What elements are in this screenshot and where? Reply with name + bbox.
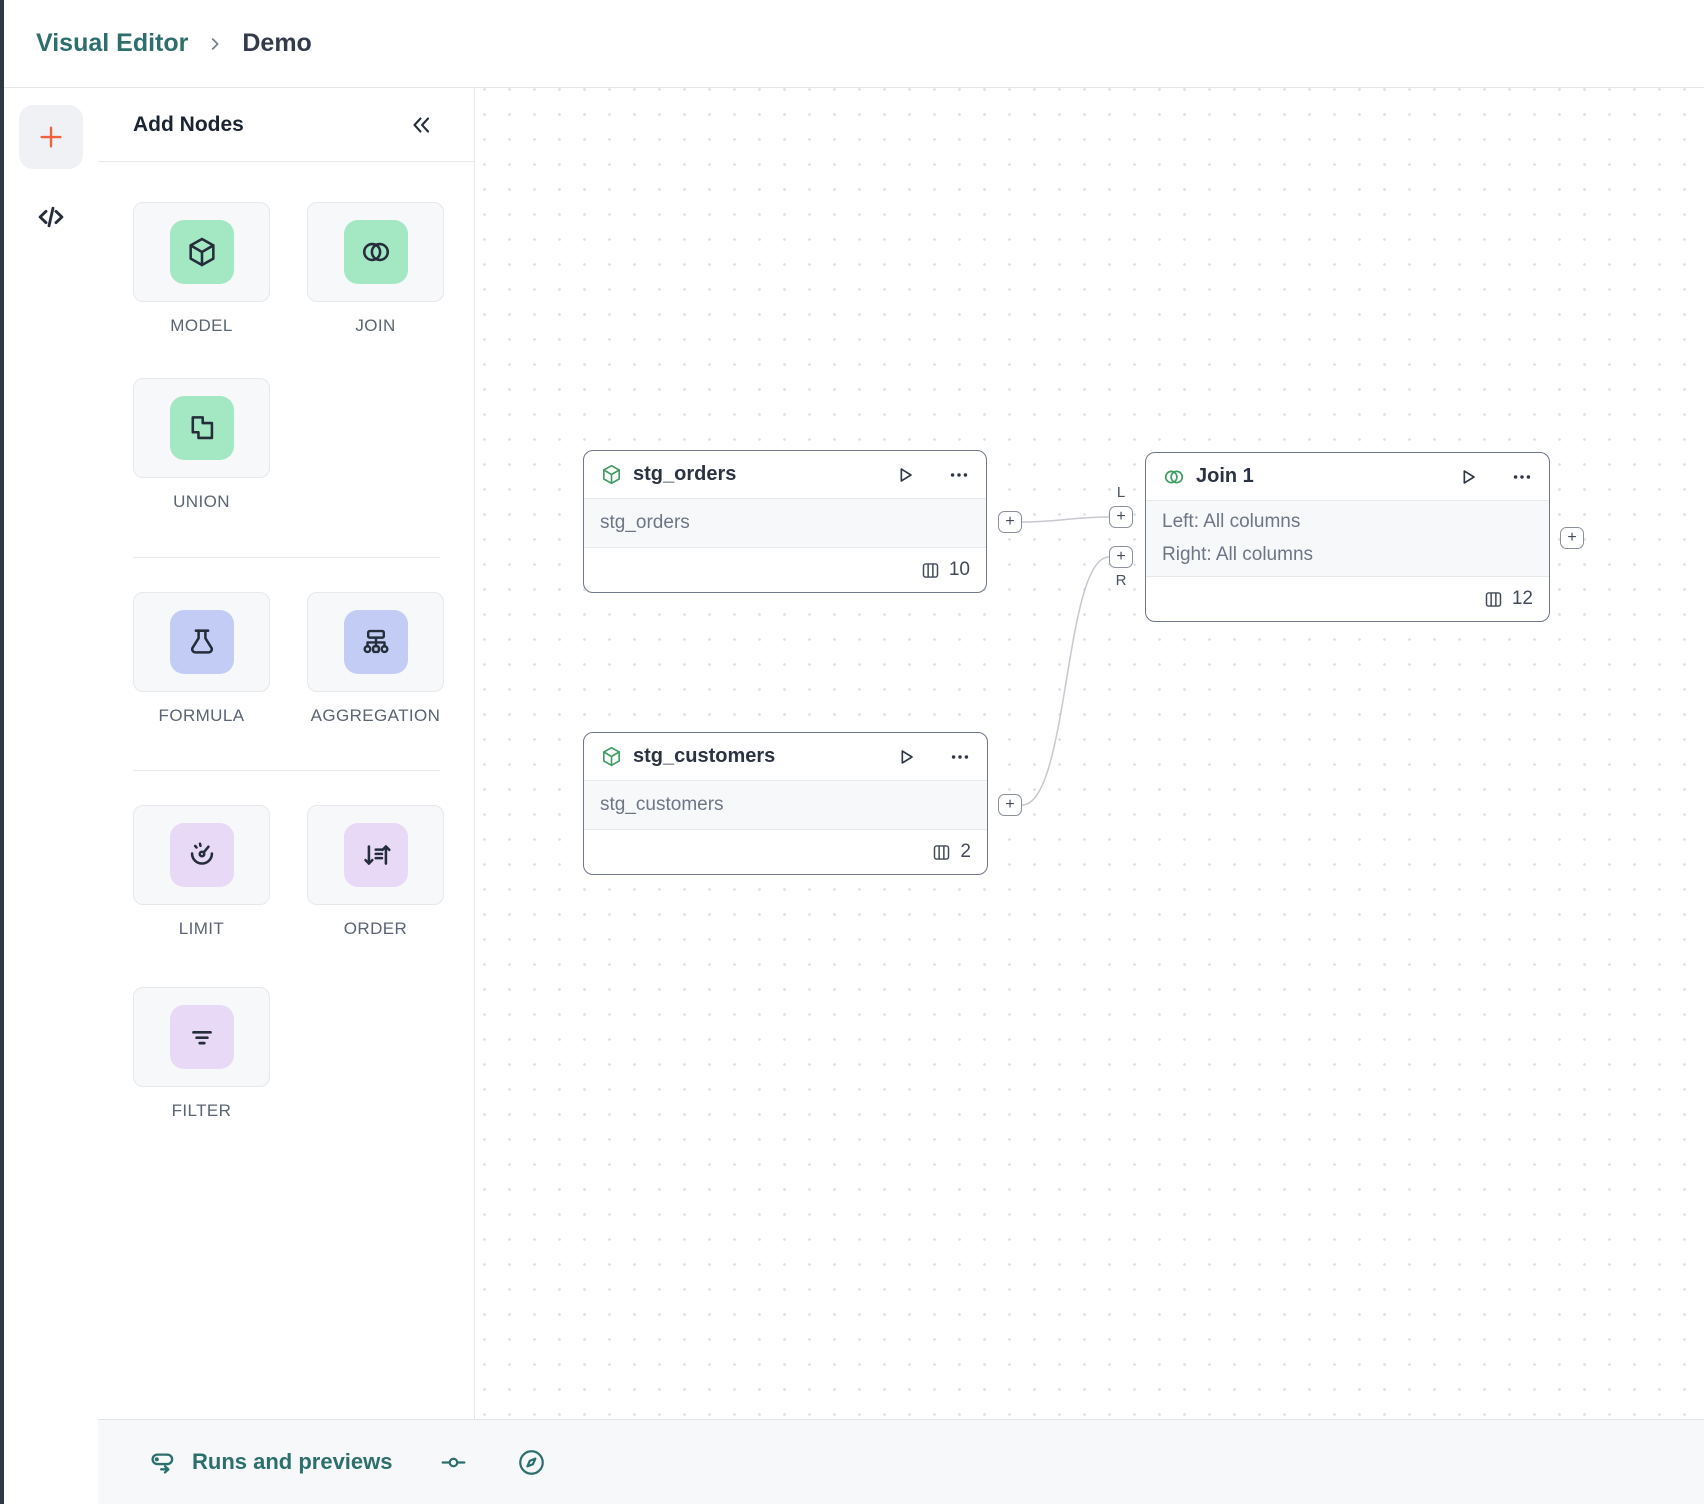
palette-item-label: FORMULA [158,706,245,725]
bottom-bar: Runs and previews [98,1419,1704,1504]
join-left-config: Left: All columns [1162,511,1301,533]
union-squares-icon [169,396,234,460]
runs-flow-icon [147,1447,178,1478]
palette-item-label: AGGREGATION [310,706,441,725]
node-header: stg_orders [584,451,986,498]
palette-item-label: JOIN [355,316,396,335]
palette-divider [133,770,440,771]
column-count: 12 [1511,588,1533,609]
node-source-label: stg_customers [600,794,724,816]
palette-item-model[interactable]: MODEL [133,202,270,336]
git-commit-icon [439,1448,468,1477]
columns-icon [1483,589,1504,610]
cube-icon [169,220,234,284]
node-menu-button[interactable] [949,746,971,768]
collapse-panel-button[interactable] [408,112,434,138]
ellipsis-icon [948,464,970,486]
palette-item-label: FILTER [171,1101,232,1120]
column-count: 10 [948,559,970,580]
columns-icon [931,842,952,863]
filter-lines-icon [169,1005,234,1069]
sort-icon [343,823,408,887]
plus-icon [36,122,66,152]
canvas[interactable]: stg_orders stg_orders 10 [475,88,1704,1419]
chevrons-left-icon [408,112,434,138]
breadcrumb-page-title: Demo [242,29,312,57]
node-footer: 12 [1146,577,1549,621]
cube-icon [600,463,623,486]
compass-icon [516,1447,547,1478]
palette-item-label: ORDER [343,919,408,938]
palette-item-order[interactable]: ORDER [307,805,444,939]
node-footer: 10 [584,548,986,592]
column-count: 2 [960,841,971,862]
node-title: stg_customers [633,745,776,767]
add-button[interactable] [19,105,83,169]
join-right-handle-label: R [1115,572,1127,589]
panel-header: Add Nodes [98,88,474,162]
palette-item-join[interactable]: JOIN [307,202,444,336]
run-node-button[interactable] [1457,466,1479,488]
join-right-config: Right: All columns [1162,544,1314,565]
handle-join-output[interactable]: + [1560,527,1584,549]
palette-item-union[interactable]: UNION [133,378,270,512]
palette-item-label: MODEL [170,316,233,335]
top-bar: Visual Editor Demo [0,0,1704,88]
runs-and-previews-label: Runs and previews [192,1449,393,1474]
palette-item-filter[interactable]: FILTER [133,987,270,1121]
node-stg-orders[interactable]: stg_orders stg_orders 10 [583,450,987,593]
node-join-1[interactable]: Join 1 Left: All columns Right: All colu… [1145,452,1550,622]
left-toolbar [4,88,98,1504]
run-node-button[interactable] [895,746,917,768]
node-menu-button[interactable] [1511,466,1533,488]
commit-button[interactable] [439,1448,468,1477]
palette-item-label: UNION [173,492,230,511]
compass-button[interactable] [516,1447,547,1478]
node-menu-button[interactable] [948,464,970,486]
palette-divider [133,557,440,558]
ellipsis-icon [949,746,971,768]
join-left-handle-label: L [1116,484,1126,501]
code-icon [34,200,68,234]
cube-icon [600,745,623,768]
flask-icon [169,610,234,674]
play-icon [1457,466,1479,488]
code-view-button[interactable] [29,195,73,239]
node-title: stg_orders [633,463,737,485]
sitemap-icon [343,610,408,674]
play-icon [894,464,916,486]
columns-icon [920,560,941,581]
palette-item-label: LIMIT [178,919,225,938]
handle-join-right-input[interactable]: + [1109,546,1133,568]
add-nodes-panel: Add Nodes MODEL JOIN UNION [98,88,475,1419]
node-body: stg_orders [584,498,986,548]
join-circles-icon [343,220,408,284]
breadcrumb-chevron-icon [206,35,224,53]
node-stg-customers[interactable]: stg_customers stg_customers 2 [583,732,988,875]
run-node-button[interactable] [894,464,916,486]
play-icon [895,746,917,768]
left-edge-divider [0,0,4,1504]
node-footer: 2 [584,830,987,874]
handle-stg-customers-output[interactable]: + [998,794,1022,816]
node-title: Join 1 [1196,465,1254,487]
palette-item-formula[interactable]: FORMULA [133,592,270,726]
runs-and-previews-button[interactable]: Runs and previews [147,1447,393,1478]
join-circles-icon [1162,465,1186,489]
panel-title: Add Nodes [133,112,244,136]
palette-item-aggregation[interactable]: AGGREGATION [307,592,444,726]
gauge-icon [169,823,234,887]
node-source-label: stg_orders [600,512,690,534]
breadcrumb-section-link[interactable]: Visual Editor [36,29,189,57]
node-body: stg_customers [584,780,987,830]
handle-stg-orders-output[interactable]: + [998,511,1022,533]
node-body: Left: All columns Right: All columns [1146,500,1549,577]
palette-item-limit[interactable]: LIMIT [133,805,270,939]
ellipsis-icon [1511,466,1533,488]
node-header: Join 1 [1146,453,1549,500]
handle-join-left-input[interactable]: + [1109,506,1133,528]
node-header: stg_customers [584,733,987,780]
